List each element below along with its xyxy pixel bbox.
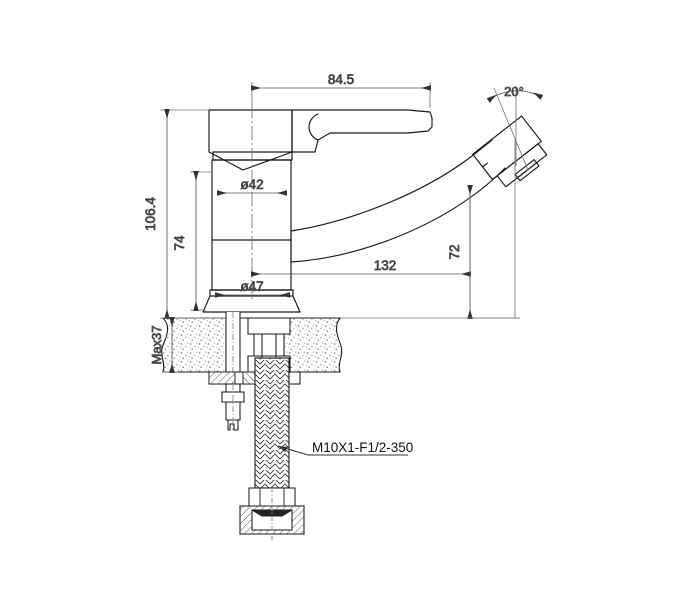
faucet-geometry bbox=[202, 109, 548, 313]
lever-handle bbox=[208, 109, 433, 171]
dimension-label-20deg: 20° bbox=[504, 84, 524, 99]
dimension-label-132: 132 bbox=[374, 258, 397, 273]
aerator-screen bbox=[514, 159, 540, 182]
dimension-body-diameter: ø42 bbox=[217, 177, 287, 196]
dimension-label-84-5: 84.5 bbox=[328, 72, 354, 87]
gasket-right bbox=[242, 371, 256, 385]
hose-spec-leader bbox=[277, 445, 408, 456]
dimension-label-72: 72 bbox=[447, 244, 462, 259]
dimension-deck-thickness: Max37 bbox=[149, 317, 178, 373]
dimension-aerator-angle: 20° bbox=[486, 84, 544, 171]
stud-end bbox=[227, 419, 239, 431]
supply-hose bbox=[239, 357, 305, 540]
handle-pivot-arc bbox=[308, 113, 319, 141]
dimension-spout-height: 72 bbox=[340, 140, 520, 319]
annotation-label-hose-spec: M10X1-F1/2-350 bbox=[312, 440, 413, 455]
deck-slab-right bbox=[276, 317, 343, 373]
deck-slab-left bbox=[161, 317, 227, 373]
coupling-nut-upper bbox=[247, 317, 291, 335]
dimension-label-d42: ø42 bbox=[240, 177, 263, 192]
dimension-body-height: 74 bbox=[172, 171, 212, 311]
hose-braid bbox=[254, 357, 290, 489]
dimension-layer: 84.5 106.4 74 ø42 ø47 bbox=[143, 72, 544, 373]
aerator-head bbox=[472, 115, 548, 188]
annotation-hose-spec: M10X1-F1/2-350 bbox=[277, 440, 413, 456]
hose-spec-arrowhead bbox=[278, 446, 288, 452]
dimension-label-max37: Max37 bbox=[149, 325, 164, 364]
coupling-sleeve bbox=[253, 333, 285, 357]
dimension-label-74: 74 bbox=[172, 235, 187, 251]
dimension-base-diameter: ø47 bbox=[215, 279, 290, 298]
dimension-label-d47: ø47 bbox=[240, 279, 263, 294]
dimension-spout-reach-top: 84.5 bbox=[251, 72, 431, 108]
gasket-left bbox=[208, 371, 236, 385]
spout bbox=[290, 139, 506, 263]
aerator-step bbox=[482, 162, 488, 168]
cartridge-collar bbox=[212, 151, 293, 161]
aerator-body bbox=[472, 115, 542, 181]
dimension-overall-height: 106.4 bbox=[143, 109, 226, 319]
dimension-label-106-4: 106.4 bbox=[143, 197, 158, 231]
aerator-ring bbox=[496, 143, 548, 188]
